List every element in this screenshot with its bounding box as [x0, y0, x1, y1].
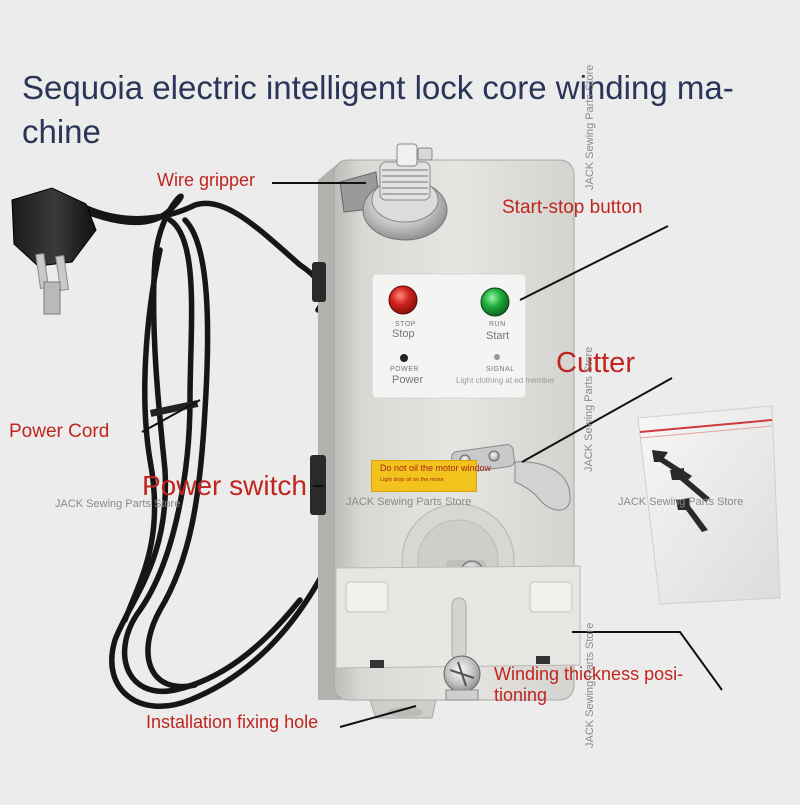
wire-gripper-label: Wire gripper: [157, 170, 256, 190]
power-label-en: POWER: [390, 366, 419, 373]
start-label: Start: [486, 330, 510, 342]
power-plug: [11, 187, 97, 315]
run-label-en: RUN: [489, 321, 506, 328]
watermark-vertical: JACK Sewing Parts Store: [584, 622, 596, 748]
installation-hole-label: Installation fixing hole: [146, 712, 319, 732]
watermark: JACK Sewing Parts Store: [618, 496, 744, 508]
power-label: Power: [392, 374, 424, 386]
power-cord: [57, 193, 337, 709]
start-button: [480, 287, 510, 317]
watermark-vertical: JACK Sewing Parts Store: [584, 64, 596, 190]
cable-tie: [149, 400, 199, 417]
leader-lines: [141, 182, 723, 728]
start-stop-button-label: Start-stop button: [502, 197, 643, 218]
stop-button: [388, 285, 418, 315]
watermark: JACK Sewing Parts Store: [346, 496, 472, 508]
cutter-label: Cutter: [556, 347, 635, 379]
signal-indicator: [494, 354, 500, 360]
warning-sticker: [371, 460, 477, 492]
power-switch-label: Power switch: [142, 470, 307, 501]
warning-subtext: Light drop oil on the motor: [380, 477, 444, 483]
winding-bracket: [335, 565, 581, 669]
power-indicator: [400, 354, 408, 362]
signal-label-en: SIGNAL: [486, 366, 515, 373]
power-cord-label: Power Cord: [9, 421, 110, 442]
screw-bag: [637, 405, 781, 605]
signal-label: Light clothing at ed member: [456, 376, 555, 385]
page-title: Sequoia electric intelligent lock core w…: [22, 69, 734, 150]
watermark-vertical: JACK Sewing Parts Store: [583, 346, 595, 472]
warning-text: Do not oil the motor window: [380, 463, 492, 473]
watermark: JACK Sewing Parts Store: [55, 498, 181, 510]
wire-gripper: [339, 143, 448, 241]
winding-thickness-label: Winding thickness posi- tioning: [494, 664, 684, 705]
stop-label-en: STOP: [395, 321, 416, 328]
stop-label: Stop: [392, 328, 415, 340]
